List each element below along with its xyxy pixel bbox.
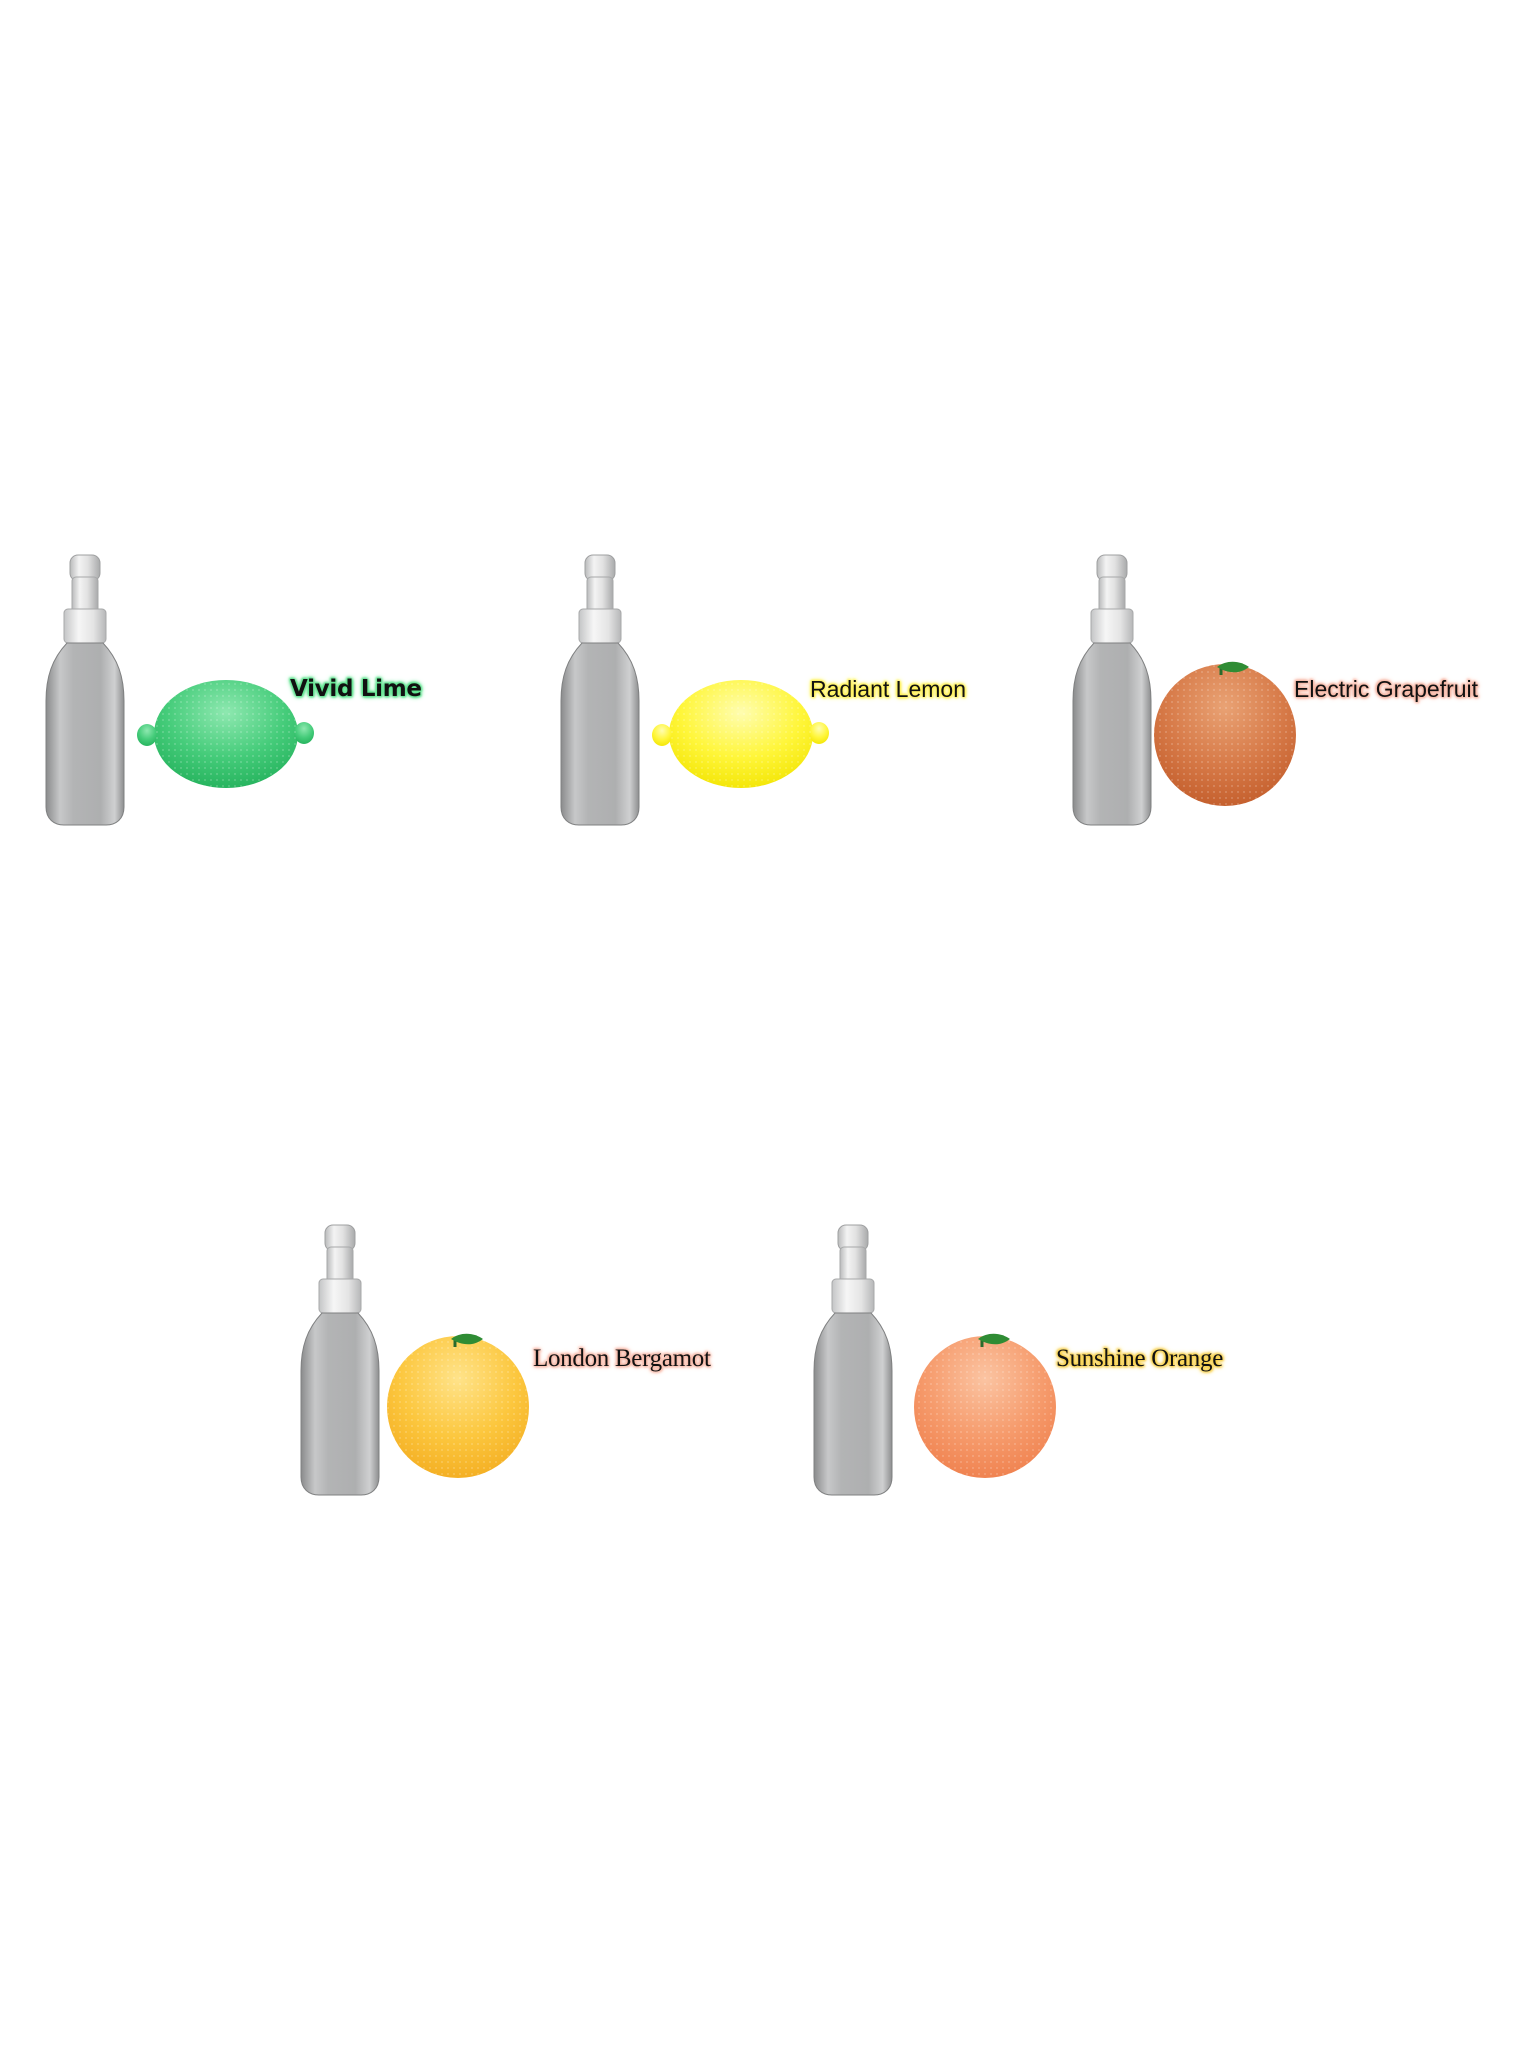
leaf-icon bbox=[451, 1333, 483, 1347]
product-vivid-lime[interactable]: Vivid Lime bbox=[40, 554, 480, 845]
lemon-icon bbox=[652, 680, 829, 788]
spray-bottle-icon bbox=[1072, 554, 1152, 826]
spray-bottle-icon bbox=[560, 554, 640, 826]
product-london-bergamot[interactable]: London Bergamot bbox=[295, 1224, 735, 1515]
orange-icon bbox=[914, 1333, 1056, 1478]
bergamot-icon bbox=[387, 1333, 529, 1478]
product-label: Electric Grapefruit bbox=[1294, 676, 1479, 702]
product-label: Sunshine Orange bbox=[1056, 1345, 1223, 1372]
spray-bottle-icon bbox=[813, 1224, 893, 1496]
lime-icon bbox=[137, 680, 314, 788]
product-radiant-lemon[interactable]: Radiant Lemon bbox=[555, 554, 995, 845]
spray-bottle-icon bbox=[300, 1224, 380, 1496]
product-label: London Bergamot bbox=[533, 1345, 711, 1372]
product-electric-grapefruit[interactable]: Electric Grapefruit bbox=[1067, 554, 1507, 845]
product-label: Radiant Lemon bbox=[810, 676, 966, 702]
product-label: Vivid Lime bbox=[290, 676, 422, 702]
product-sunshine-orange[interactable]: Sunshine Orange bbox=[808, 1224, 1248, 1515]
leaf-icon bbox=[1217, 661, 1249, 675]
grapefruit-icon bbox=[1154, 661, 1296, 806]
leaf-icon bbox=[978, 1333, 1010, 1347]
spray-bottle-icon bbox=[45, 554, 125, 826]
